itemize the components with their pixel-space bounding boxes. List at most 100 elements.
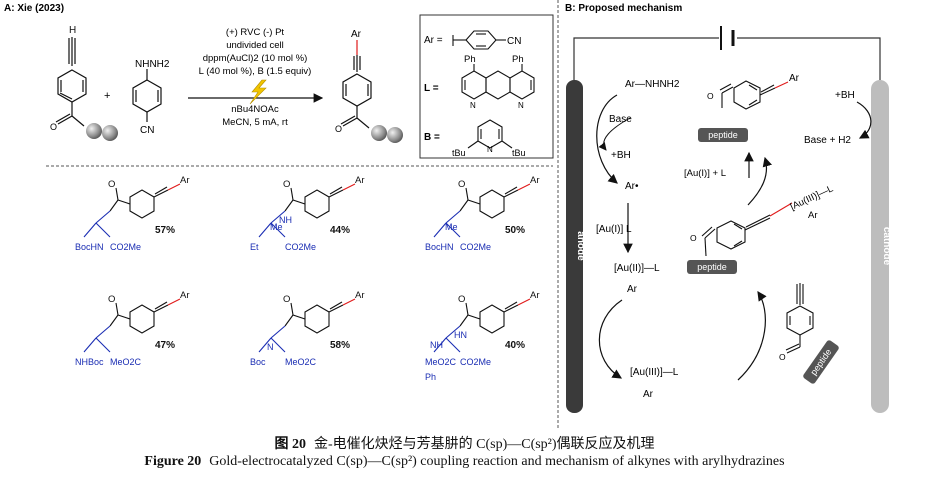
ligand-n: N — [470, 101, 476, 110]
amide-label: HN — [454, 330, 467, 340]
amide-label: NH — [279, 215, 292, 225]
hydrazine-label: NHNH2 — [135, 59, 170, 70]
carbonyl-o: O — [458, 179, 465, 190]
au2-ar: Ar — [627, 284, 638, 295]
peptide-label: peptide — [708, 130, 738, 140]
caption-en-label: Figure 20 — [144, 454, 202, 469]
base-tbu-right: tBu — [512, 148, 526, 158]
caption-en-text: Gold-electrocatalyzed C(sp)—C(sp²) coupl… — [209, 454, 785, 469]
ester-label: CO2Me — [460, 357, 491, 367]
base-label: Base — [609, 114, 632, 125]
protecting-group-label: BocHN — [425, 242, 454, 252]
scope-product — [83, 298, 181, 353]
arylhydrazine-label: Ar—NHNH2 — [625, 79, 680, 90]
product-ar: Ar — [351, 29, 362, 40]
ester-label: CO2Me — [110, 242, 141, 252]
definitions-box — [419, 14, 554, 159]
scope-product — [258, 298, 356, 353]
bh-cathode-label: +BH — [835, 90, 855, 101]
transmetalation-arrow — [737, 291, 767, 381]
amine-label: N — [267, 342, 274, 352]
ligand-ph-right: Ph — [512, 54, 524, 65]
carbonyl-o: O — [283, 179, 290, 190]
caption-english: Figure 20 Gold-electrocatalyzed C(sp)—C(s… — [0, 454, 929, 470]
product-structure — [719, 80, 789, 110]
carbonyl-o: O — [690, 233, 697, 243]
base-structure — [467, 119, 513, 149]
alkyne-reactant: H — [55, 25, 87, 127]
reaction-figure: A: Xie (2023) H O + NHNH2 CN (+) RVC (-)… — [4, 0, 892, 430]
amide-label: NH — [430, 340, 443, 350]
product-ar: Ar — [789, 73, 800, 84]
cathode-label: cathode — [881, 227, 892, 266]
methyl-label: Me — [445, 222, 458, 232]
protecting-group-label: BocHN — [75, 242, 104, 252]
protecting-group-label: Boc — [250, 357, 266, 367]
condition-line: nBu4NOAc — [231, 104, 279, 115]
au3-complex-ar: Ar — [808, 210, 818, 221]
cathode-products-label: Base + H2 — [804, 135, 851, 146]
ester-label: CO2Me — [285, 242, 316, 252]
scope-ar: Ar — [530, 175, 540, 186]
aryl-radical-label: Ar• — [625, 181, 639, 192]
carbonyl-o: O — [50, 122, 57, 132]
scope-ar: Ar — [180, 290, 190, 301]
carbonyl-o: O — [335, 124, 342, 134]
carbonyl-o: O — [779, 352, 786, 362]
scope-product — [83, 183, 181, 238]
phenyl-label: Ph — [425, 372, 436, 382]
panel-b-title: B: Proposed mechanism — [565, 3, 682, 14]
ar-cn-label: CN — [507, 36, 521, 47]
caption-zh-text: 金-电催化炔烃与芳基肼的 C(sp)—C(sp²)偶联反应及机理 — [313, 437, 655, 452]
anode-label: anode — [575, 231, 586, 261]
peptide-bead — [387, 127, 403, 143]
carbonyl-o: O — [283, 294, 290, 305]
carbonyl-o: O — [707, 91, 714, 101]
alkyne-peptide-structure — [785, 283, 814, 354]
yield-label: 40% — [505, 340, 525, 351]
condition-line: MeCN, 5 mA, rt — [222, 117, 288, 128]
ligand-structure — [461, 64, 535, 100]
peptide-bead — [86, 123, 102, 139]
peptide-tag — [687, 260, 737, 274]
scope-product — [433, 298, 531, 353]
scope-product — [433, 183, 531, 238]
gold-complex-structure — [701, 202, 793, 257]
condition-line: dppm(AuCl)2 (10 mol %) — [203, 53, 308, 64]
yield-label: 57% — [155, 225, 175, 236]
peptide-tag — [698, 128, 748, 142]
scope-ar: Ar — [355, 175, 365, 186]
b-definition-label: B = — [424, 132, 440, 143]
ester-label: CO2Me — [460, 242, 491, 252]
terminal-h: H — [69, 25, 76, 36]
electricity-bolt-icon — [249, 79, 267, 105]
condition-line: (+) RVC (-) Pt — [226, 27, 285, 38]
yield-label: 50% — [505, 225, 525, 236]
anode-electrode — [566, 80, 583, 413]
arylhydrazine-reactant — [132, 69, 162, 122]
au3-complex-label: [Au(III)]—L — [789, 183, 835, 212]
nitrile-label: CN — [140, 125, 154, 136]
au1-release-label: [Au(I)] + L — [684, 168, 726, 179]
protecting-group-label: Et — [250, 242, 259, 252]
base-tbu-left: tBu — [452, 148, 466, 158]
peptide-label: peptide — [697, 262, 727, 272]
carbonyl-o: O — [108, 294, 115, 305]
circuit-wire — [573, 37, 719, 80]
ester-label: MeO2C — [285, 357, 317, 367]
carbonyl-o: O — [108, 179, 115, 190]
carbonyl-o: O — [458, 294, 465, 305]
oxidation-arrow — [596, 94, 618, 184]
au3-ar: Ar — [643, 389, 654, 400]
peptide-tag — [803, 340, 839, 384]
yield-label: 58% — [330, 340, 350, 351]
cathode-electrode — [871, 80, 889, 413]
oxidation-arrow — [598, 299, 623, 379]
ar-definition-structure — [452, 30, 506, 50]
ligand-ph-left: Ph — [464, 54, 476, 65]
au2-label: [Au(II)]—L — [614, 263, 660, 274]
scope-product — [258, 183, 356, 238]
circuit-wire — [737, 37, 881, 80]
